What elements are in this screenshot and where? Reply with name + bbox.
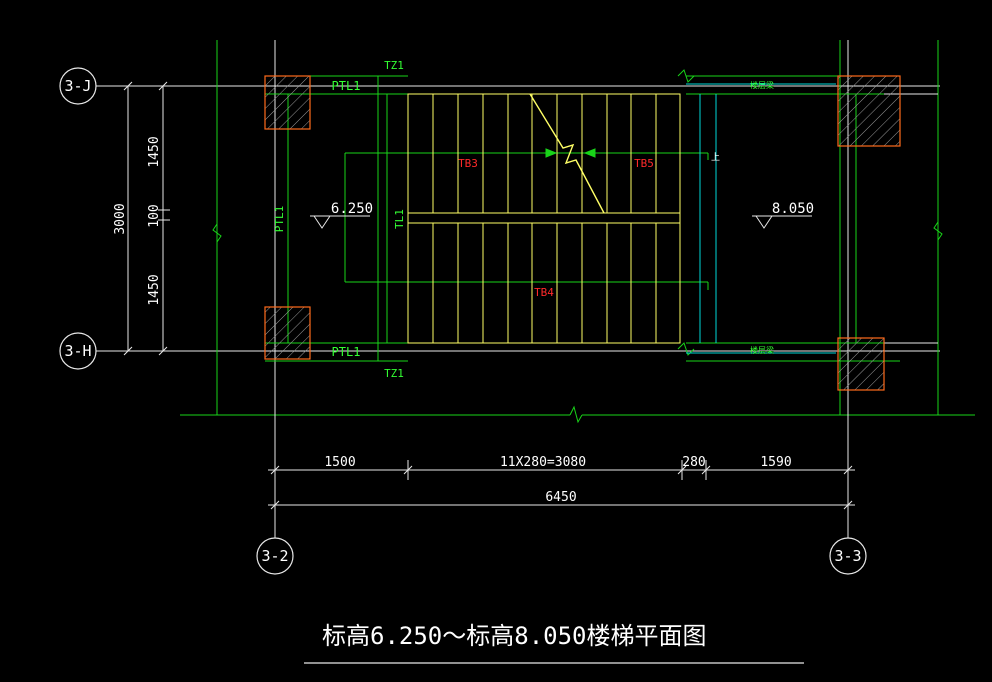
label-ptl-bottom: PTL1 [332, 345, 361, 359]
label-tb-upper-left: TB3 [458, 157, 478, 170]
direction-arrows [545, 148, 596, 158]
dim-horizontal-4: 1590 [760, 455, 791, 470]
label-tb-upper-right: TB5 [634, 157, 654, 170]
elevation-right: 8.050 [772, 201, 814, 217]
dim-horizontal-1: 1500 [324, 455, 355, 470]
dim-vertical-bottom: 1450 [147, 274, 162, 305]
label-slab-bottom: 楼层梁 [750, 345, 774, 355]
drawing-title: 标高6.250～标高8.050楼梯平面图 [322, 622, 707, 650]
dim-horizontal-2: 11X280=3080 [500, 455, 586, 470]
label-up-mark: 上 [711, 152, 720, 163]
label-tz-bottom: TZ1 [384, 367, 404, 380]
label-tz-top: TZ1 [384, 59, 404, 72]
label-tb-lower: TB4 [534, 286, 554, 299]
columns [264, 75, 901, 391]
dim-horizontal-total: 6450 [545, 490, 576, 505]
grid-bubble-3-2: 3-2 [261, 547, 288, 565]
dim-horizontal-3: 280 [682, 455, 705, 470]
grid-bubble-3-3: 3-3 [834, 547, 861, 565]
dim-vertical-total: 3000 [113, 203, 128, 234]
label-tl: TL1 [393, 209, 406, 229]
dim-vertical-top: 1450 [147, 136, 162, 167]
cyan-lines [686, 83, 836, 354]
dim-vertical-mid: 100 [147, 204, 162, 227]
horizontal-dimension-lines [268, 460, 855, 510]
grid-bubble-3j: 3-J [64, 77, 91, 95]
label-slab-top: 楼层梁 [750, 80, 774, 90]
grid-bubbles [59, 67, 867, 575]
elevation-symbols [310, 215, 812, 229]
elevation-left: 6.250 [331, 201, 373, 217]
stair-treads [407, 93, 681, 344]
label-ptl-left: PTL1 [273, 206, 286, 233]
vertical-dimension-lines [120, 81, 170, 356]
label-ptl-top: PTL1 [332, 79, 361, 93]
grid-bubble-3h: 3-H [64, 342, 91, 360]
